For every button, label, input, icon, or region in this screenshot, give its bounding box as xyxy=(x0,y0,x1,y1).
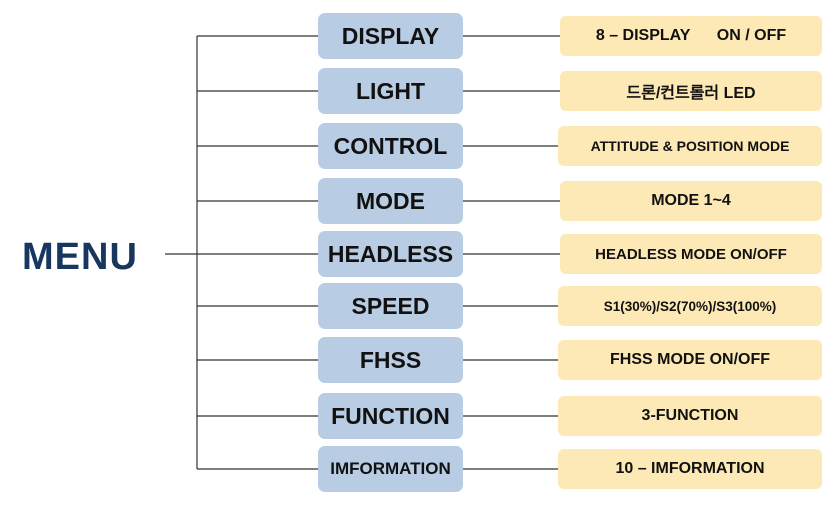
menu-item-information: IMFORMATION xyxy=(318,446,463,492)
desc-mode: MODE 1~4 xyxy=(560,181,822,221)
menu-item-control: CONTROL xyxy=(318,123,463,169)
desc-control: ATTITUDE & POSITION MODE xyxy=(558,126,822,166)
desc-display: 8 – DISPLAY ON / OFF xyxy=(560,16,822,56)
desc-light: 드론/컨트롤러 LED xyxy=(560,71,822,111)
menu-item-function: FUNCTION xyxy=(318,393,463,439)
menu-item-speed: SPEED xyxy=(318,283,463,329)
menu-item-headless: HEADLESS xyxy=(318,231,463,277)
menu-root-label: MENU xyxy=(22,236,138,278)
desc-fhss: FHSS MODE ON/OFF xyxy=(558,340,822,380)
menu-item-display: DISPLAY xyxy=(318,13,463,59)
menu-item-mode: MODE xyxy=(318,178,463,224)
desc-information: 10 – IMFORMATION xyxy=(558,449,822,489)
menu-item-light: LIGHT xyxy=(318,68,463,114)
menu-item-fhss: FHSS xyxy=(318,337,463,383)
desc-headless: HEADLESS MODE ON/OFF xyxy=(560,234,822,274)
desc-speed: S1(30%)/S2(70%)/S3(100%) xyxy=(558,286,822,326)
desc-function: 3-FUNCTION xyxy=(558,396,822,436)
